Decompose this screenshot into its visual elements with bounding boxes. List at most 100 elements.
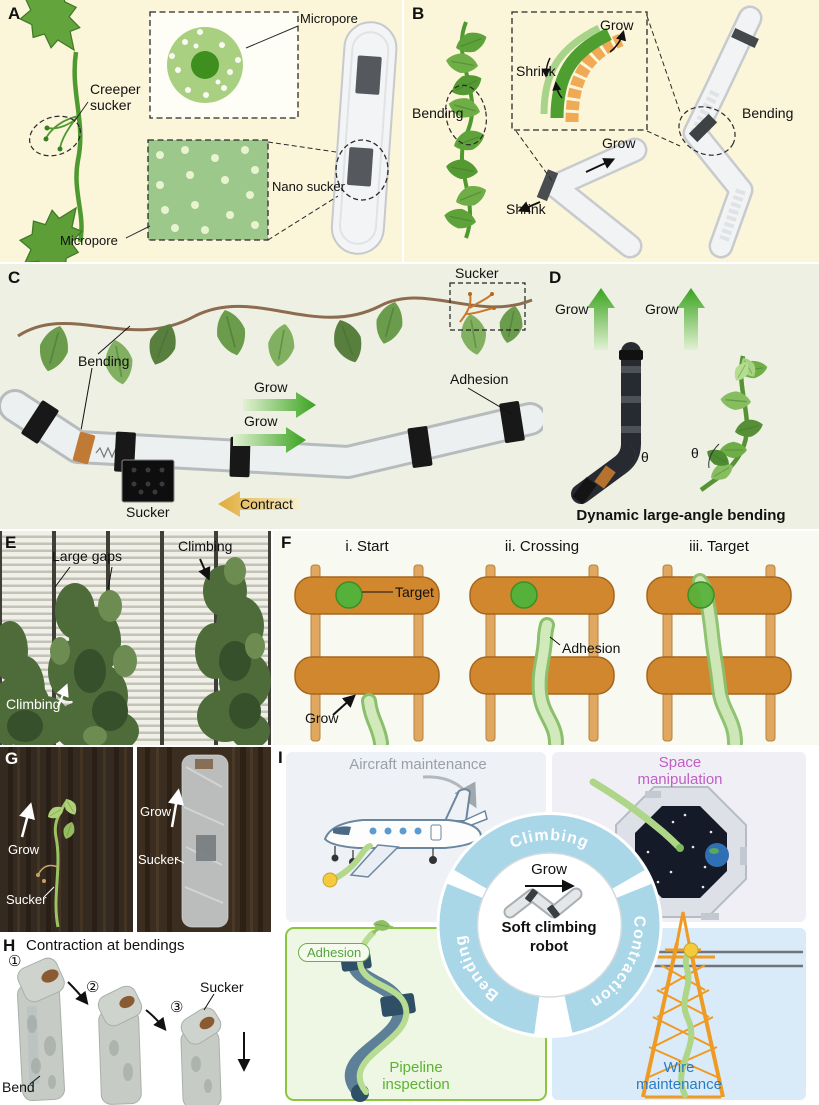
grow-arrow-upper — [243, 392, 316, 418]
robot-sucker-label: Sucker — [126, 504, 170, 520]
step-3-number: ③ — [170, 999, 184, 1016]
micropore-bottom-label: Micropore — [60, 233, 118, 248]
wire-maintenance-label: Wire maintenance — [636, 1059, 722, 1093]
panel-a: A Micropore Creeper sucker Nano sucker M… — [0, 0, 402, 262]
grow-gradient-arrow-right — [677, 288, 705, 350]
stage-start: i. Start Target Grow — [294, 538, 440, 745]
panel-b: B Bending Grow Shrink Grow Shrink Bendin… — [404, 0, 819, 262]
climbing-top-label: Climbing — [178, 538, 233, 554]
bent-robot — [571, 342, 643, 505]
ivy-clusters — [0, 557, 271, 745]
theta-left-label: θ — [641, 449, 649, 465]
grow-left-label: Grow — [555, 301, 589, 317]
panel-b-tag: B — [412, 4, 425, 23]
theta-right-label: θ — [691, 445, 699, 461]
shrink-inset-label: Shrink — [516, 63, 556, 79]
step-1-number: ① — [8, 953, 22, 970]
bending-label: Bending — [78, 353, 130, 369]
contract-arrow — [218, 491, 300, 517]
stage-crossing: ii. Crossing Adhesion — [469, 538, 620, 745]
bend-label: Bend — [2, 1079, 35, 1095]
contraction-photo-2 — [97, 985, 143, 1105]
capability-ring: Climbing Bending Contraction — [436, 812, 663, 1038]
nano-sucker-label: Nano sucker — [272, 179, 345, 194]
panel-f-tag: F — [281, 533, 292, 552]
contract-label: Contract — [240, 496, 293, 512]
contraction-photo-1 — [17, 957, 65, 1102]
stage-start-title: i. Start — [345, 538, 389, 555]
grow-gradient-arrow-left — [587, 288, 615, 350]
stage-crossing-title: ii. Crossing — [505, 538, 579, 555]
bending-robot-label: Bending — [742, 105, 794, 121]
grow-inset-label: Grow — [600, 17, 634, 33]
robot-on-bark-photo — [137, 747, 271, 932]
grow-right-label: Grow — [645, 301, 679, 317]
stage-target-title: iii. Target — [689, 538, 750, 555]
panel-h-tag: H — [3, 936, 16, 955]
zigzag-robot — [682, 5, 763, 259]
target-dot — [335, 581, 363, 609]
aircraft-maintenance-label: Aircraft maintenance — [349, 756, 487, 773]
panel-d-caption: Dynamic large-angle bending — [576, 507, 786, 524]
panel-g-tag: G — [5, 749, 19, 768]
grow-label: Grow — [305, 710, 339, 726]
soft-robot-segment — [330, 21, 398, 255]
grow-robot-label: Grow — [140, 804, 172, 819]
panel-g: G Grow Sucker Grow Sucker — [0, 747, 271, 932]
creeper-shoot-photo — [0, 747, 133, 932]
sucker-micro-inset — [121, 459, 175, 503]
ring-center-title: Soft climbing robot — [501, 919, 597, 955]
panel-c-tag: C — [8, 268, 21, 287]
creeper-plant-illustration — [10, 0, 100, 262]
shrink-elbow-label: Shrink — [506, 201, 546, 217]
step-2-number: ② — [86, 979, 100, 996]
bending-zone-highlight — [445, 84, 487, 146]
vine-sucker-label: Sucker — [455, 265, 499, 281]
target-label: Target — [395, 584, 434, 600]
stage-target: iii. Target — [646, 538, 792, 745]
mini-robot-zigzag — [503, 887, 583, 919]
sucker-plant-label: Sucker — [6, 892, 47, 907]
vine-photo — [17, 296, 533, 388]
panel-a-tag: A — [8, 4, 21, 23]
grow-upper-label: Grow — [254, 379, 288, 395]
target-dot — [510, 581, 538, 609]
adhesion-badge: Adhesion — [298, 943, 371, 962]
panel-c: C Sucker Bending Grow Grow Adhesion Cont… — [0, 264, 543, 529]
grow-arrow-lower — [233, 427, 306, 453]
nano-sucker-highlight — [335, 139, 389, 201]
panel-d: D Grow Grow θ θ Dynamic large-angle bend… — [543, 264, 819, 529]
bending-plant-label: Bending — [412, 105, 464, 121]
micropore-inset — [149, 11, 299, 119]
climbing-bottom-label: Climbing — [6, 696, 61, 712]
space-manipulation-label: Space manipulation — [637, 754, 723, 788]
bending-plant-illustration — [441, 21, 491, 239]
ring-grow-label: Grow — [531, 861, 567, 878]
panel-e-tag: E — [5, 533, 17, 552]
panel-i: Climbing Bending Contraction I Aircraft … — [273, 747, 819, 1105]
bilayer-inset — [511, 11, 648, 131]
panel-h-title: Contraction at bendings — [26, 937, 185, 954]
grow-elbow-label: Grow — [602, 135, 636, 151]
adhesion-label: Adhesion — [450, 371, 509, 387]
sucker-robot-label: Sucker — [138, 852, 179, 867]
robot-body-zigzag — [0, 389, 543, 479]
bent-vine — [699, 354, 770, 492]
sucker-label: Sucker — [200, 979, 244, 995]
grow-plant-label: Grow — [8, 842, 40, 857]
micropore-top-label: Micropore — [300, 11, 358, 26]
creeper-sucker-highlight — [28, 115, 82, 157]
vine-sucker-inset — [449, 282, 526, 331]
grow-lower-label: Grow — [244, 413, 278, 429]
nano-sucker-inset — [147, 139, 269, 241]
panel-d-tag: D — [549, 268, 562, 287]
panel-i-tag: I — [278, 748, 283, 767]
pipeline-inspection-label: Pipeline inspection — [382, 1059, 450, 1093]
panel-h: H Contraction at bendings ① ② ③ Sucker B… — [0, 934, 271, 1105]
robot-bend-highlight — [678, 106, 736, 156]
large-gaps-label: Large gaps — [52, 548, 123, 564]
adhesion-label: Adhesion — [562, 640, 620, 656]
airplane-illustration — [322, 775, 488, 888]
contraction-photo-3 — [180, 1007, 222, 1105]
